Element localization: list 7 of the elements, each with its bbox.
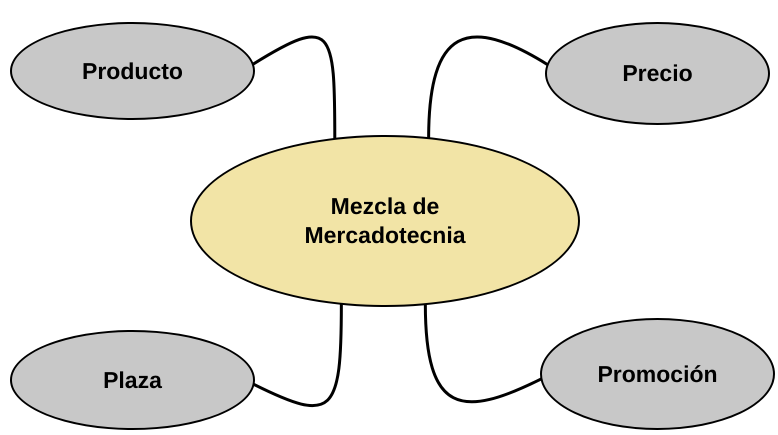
node-label: Producto xyxy=(82,56,183,86)
node-label: Plaza xyxy=(103,366,162,394)
node-label: Promoción xyxy=(597,360,718,388)
node-label: Precio xyxy=(622,59,693,88)
connector-line xyxy=(252,36,336,139)
connector-line xyxy=(424,304,542,404)
node-label: Mezcla de Mercadotecnia xyxy=(304,192,466,250)
